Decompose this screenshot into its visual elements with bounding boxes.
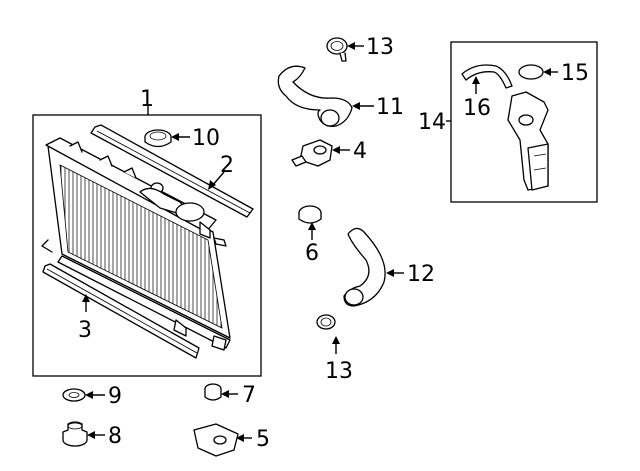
reservoir-cap bbox=[518, 64, 544, 80]
upper-hose-end bbox=[320, 109, 340, 127]
lower-radiator-hose bbox=[343, 227, 386, 307]
hose-clamp-upper bbox=[326, 37, 348, 62]
coolant-reservoir-tank bbox=[507, 91, 549, 191]
lower-hose-end bbox=[344, 288, 364, 306]
leader-lines bbox=[82, 42, 558, 442]
callout-9: 9 bbox=[108, 384, 122, 409]
callout-15: 15 bbox=[561, 61, 589, 86]
callout-11: 11 bbox=[376, 95, 404, 120]
callout-13-lower: 13 bbox=[325, 359, 353, 384]
callout-12: 12 bbox=[407, 262, 435, 287]
callout-6: 6 bbox=[305, 241, 319, 266]
upper-bracket bbox=[291, 139, 333, 167]
upper-radiator-hose bbox=[277, 65, 353, 128]
lower-bracket bbox=[193, 423, 239, 457]
callout-labels: 1 2 3 4 5 6 7 8 9 10 11 12 13 13 14 15 1… bbox=[78, 35, 589, 452]
lower-seal-strip bbox=[42, 263, 200, 359]
callout-14: 14 bbox=[418, 110, 446, 135]
washer-9 bbox=[62, 388, 86, 402]
callout-3: 3 bbox=[78, 318, 92, 343]
callout-16: 16 bbox=[463, 96, 491, 121]
radiator-cap bbox=[144, 129, 172, 148]
radiator-core bbox=[41, 137, 231, 351]
mount-7 bbox=[204, 383, 222, 401]
reservoir-group-frame bbox=[450, 41, 598, 203]
radiator-assembly-frame bbox=[32, 114, 262, 377]
callout-2: 2 bbox=[220, 153, 234, 178]
overflow-hose bbox=[461, 64, 513, 89]
mount-grommet-6 bbox=[298, 205, 322, 224]
callout-7: 7 bbox=[242, 383, 256, 408]
callout-1: 1 bbox=[140, 87, 154, 112]
bushing-8 bbox=[62, 421, 88, 447]
callout-10: 10 bbox=[192, 126, 220, 151]
callout-8: 8 bbox=[108, 424, 122, 449]
hose-clamp-lower bbox=[316, 314, 336, 330]
callout-4: 4 bbox=[353, 139, 367, 164]
callout-13-upper: 13 bbox=[366, 35, 394, 60]
callout-5: 5 bbox=[256, 427, 270, 452]
